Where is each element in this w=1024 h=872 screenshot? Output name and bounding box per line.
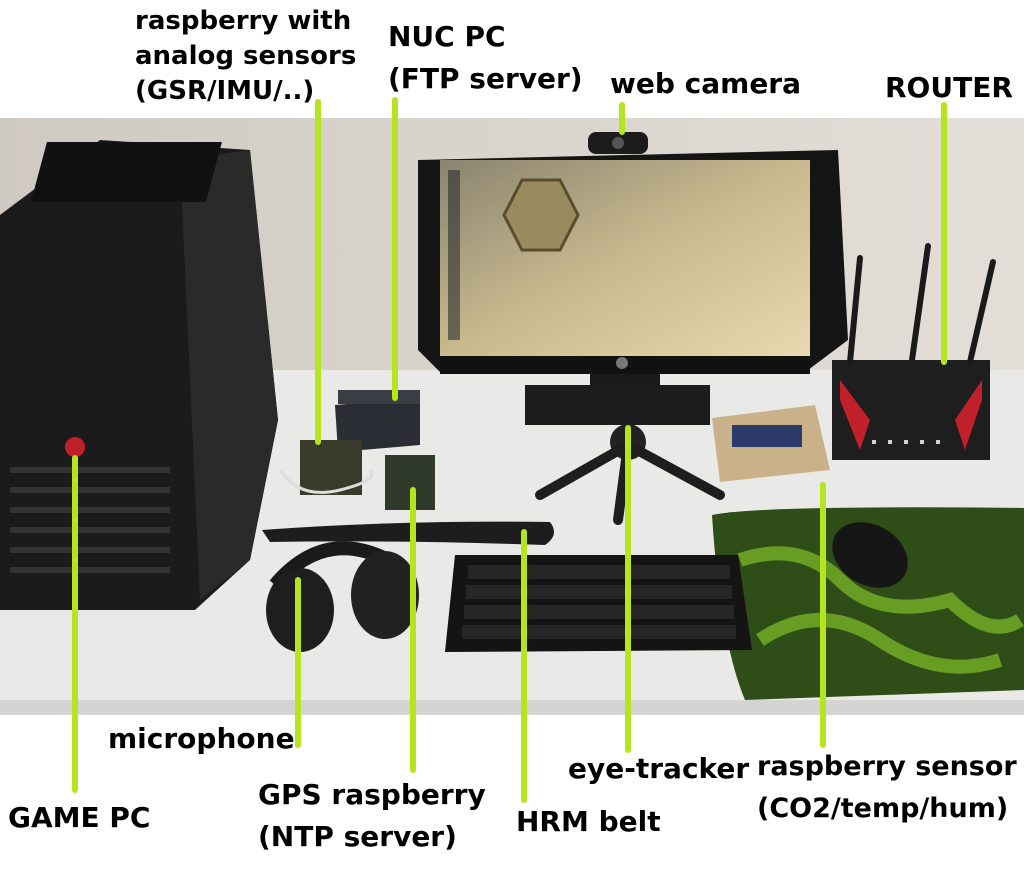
web-camera-lens-icon	[612, 137, 624, 149]
eye-tracker-bar	[525, 385, 710, 425]
label-gps-raspberry: GPS raspberry (NTP server)	[258, 778, 486, 853]
callout-lines	[72, 97, 947, 803]
label-microphone: microphone	[108, 722, 295, 755]
router-leds	[872, 440, 940, 444]
nuc-pc	[335, 398, 420, 452]
game-pc-side	[180, 150, 278, 600]
label-raspberry-sensor: raspberry sensor (CO2/temp/hum)	[757, 751, 1017, 824]
monitor-screen	[440, 160, 810, 356]
mouse	[832, 522, 908, 588]
label-nuc-pc: NUC PC (FTP server)	[388, 20, 583, 95]
analog-sensor-cables	[278, 468, 374, 494]
game-logo-hex	[502, 178, 580, 252]
nuc-pc-top	[338, 390, 420, 404]
router-body	[832, 360, 990, 460]
monitor-sidebar-icons	[448, 170, 460, 340]
monitor-logo-icon	[616, 357, 628, 369]
raspberry-sensor-board	[732, 425, 802, 447]
power-button-icon	[65, 437, 85, 457]
router-red-accent	[840, 380, 870, 450]
hrm-belt	[262, 521, 554, 545]
headphones-right-cup	[351, 551, 419, 639]
keyboard-keys	[462, 565, 736, 639]
label-router: ROUTER	[885, 71, 1013, 104]
label-hrm-belt: HRM belt	[516, 805, 661, 838]
desk-edge	[0, 700, 1024, 715]
game-pc-front-vents	[10, 467, 170, 573]
game-pc-top-vent	[30, 142, 222, 202]
router-antennas	[847, 243, 996, 365]
label-game-pc: GAME PC	[8, 801, 151, 834]
mousepad-swirl	[737, 546, 1024, 674]
router-red-accent-right	[955, 380, 982, 450]
label-eye-tracker: eye-tracker	[568, 752, 750, 785]
label-raspberry-analog: raspberry with analog sensors (GSR/IMU/.…	[135, 6, 357, 106]
label-web-camera: web camera	[610, 67, 802, 100]
